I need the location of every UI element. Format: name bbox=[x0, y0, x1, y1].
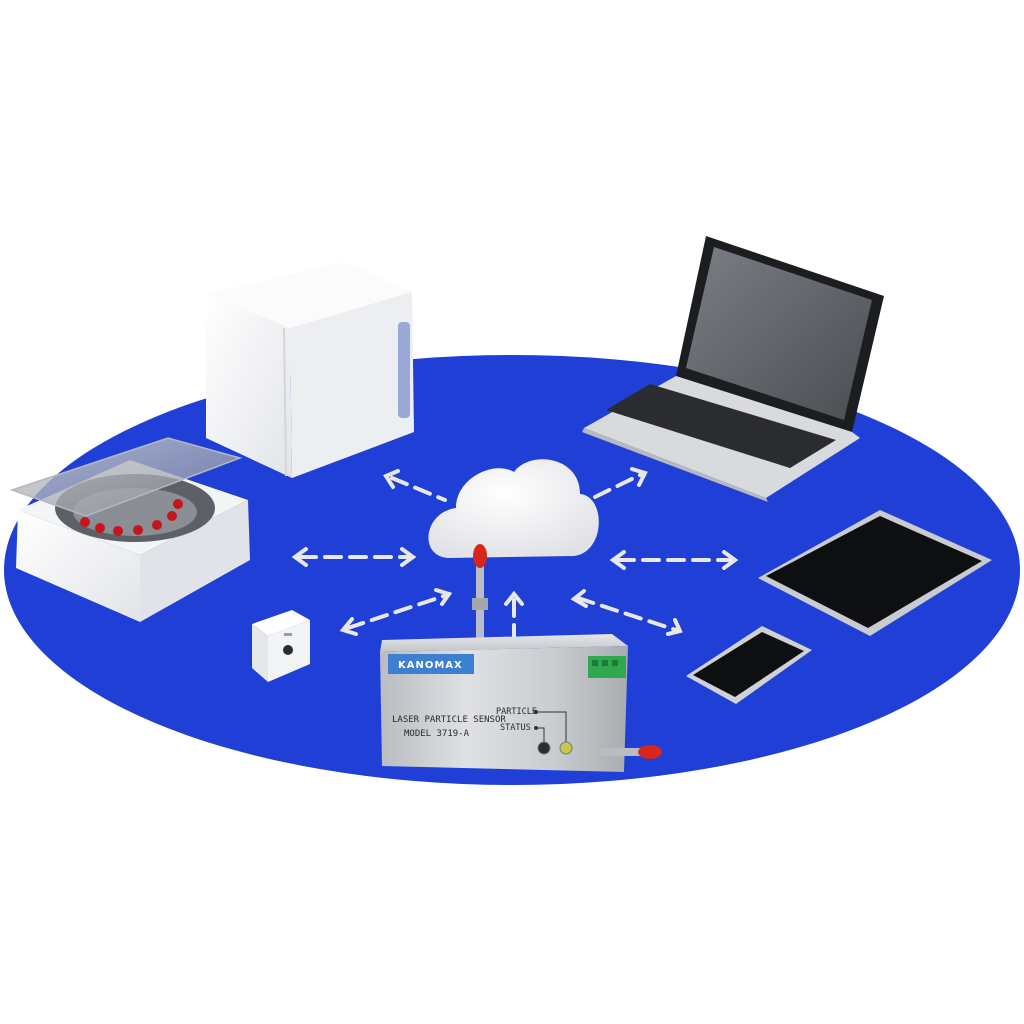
sensor-label-line1: LASER PARTICLE SENSOR bbox=[392, 715, 506, 725]
particle-sensor-icon: KANOMAX LASER PARTICLE SENSOR MODEL 3719… bbox=[380, 544, 662, 772]
cabinet-device-icon bbox=[206, 262, 414, 478]
arrow-cloud-wall-sensor bbox=[339, 588, 453, 636]
cloud-icon bbox=[428, 459, 599, 558]
led-label-status: STATUS bbox=[500, 723, 531, 733]
arrow-cloud-sensor bbox=[504, 590, 524, 638]
arrow-cloud-centrifuge bbox=[291, 547, 417, 567]
wall-sensor-icon bbox=[252, 610, 310, 682]
led-label-particle: PARTICLE bbox=[496, 707, 537, 717]
arrow-cloud-phone bbox=[570, 589, 683, 636]
arrow-cloud-cabinet bbox=[383, 469, 447, 502]
tablet-icon bbox=[758, 510, 992, 636]
arrow-cloud-tablet bbox=[609, 550, 739, 570]
sensor-label-line2: MODEL 3719-A bbox=[404, 729, 470, 739]
arrow-cloud-laptop bbox=[593, 467, 648, 499]
laptop-icon bbox=[582, 236, 884, 502]
centrifuge-device-icon bbox=[9, 437, 250, 622]
connection-arrows bbox=[291, 467, 739, 638]
smartphone-icon bbox=[686, 626, 812, 704]
sensor-brand: KANOMAX bbox=[398, 660, 463, 671]
